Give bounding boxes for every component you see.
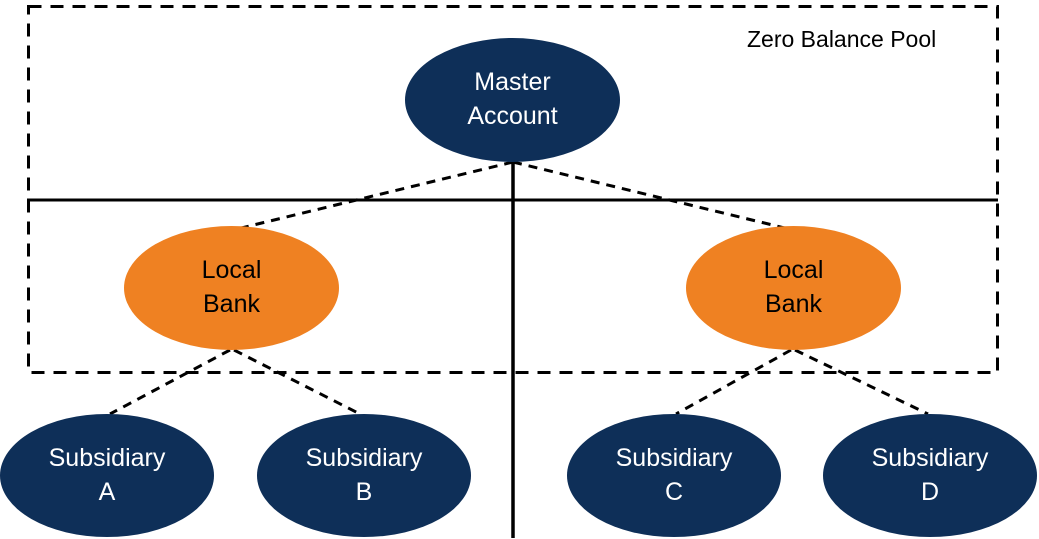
node-subsidiary-b-label-line1: Subsidiary: [305, 443, 423, 472]
edge-local-left-to-sub-a: [109, 348, 231, 416]
node-local-bank-left-label-line1: Local: [201, 256, 262, 285]
edge-local-left-to-sub-b: [233, 348, 361, 416]
pool-label: Zero Balance Pool: [747, 26, 937, 52]
edge-local-right-to-sub-c: [675, 348, 792, 416]
node-subsidiary-b: Subsidiary B: [257, 414, 471, 537]
node-subsidiary-d: Subsidiary D: [823, 414, 1037, 537]
node-local-bank-left: Local Bank: [124, 226, 339, 350]
node-local-bank-right-label-line1: Local: [763, 256, 824, 285]
node-master-account-label-line2: Account: [467, 102, 558, 130]
node-subsidiary-a: Subsidiary A: [0, 414, 214, 537]
edge-master-to-local-left: [236, 160, 514, 231]
node-subsidiary-b-label-line2: B: [355, 477, 373, 506]
node-subsidiary-d-label-line1: Subsidiary: [871, 443, 989, 472]
edge-local-right-to-sub-d: [794, 348, 929, 416]
node-master-account: Master Account: [405, 38, 620, 162]
node-master-account-label-line1: Master: [474, 68, 551, 97]
pool-boundary-rectangle: [27, 5, 999, 374]
node-local-bank-right: Local Bank: [686, 226, 901, 350]
node-subsidiary-c: Subsidiary C: [567, 414, 781, 537]
node-subsidiary-a-label-line1: Subsidiary: [48, 443, 166, 472]
node-subsidiary-a-label-line2: A: [98, 477, 116, 506]
node-local-bank-right-label-line2: Bank: [765, 290, 822, 318]
node-subsidiary-c-label-line1: Subsidiary: [615, 443, 733, 472]
node-local-bank-left-label-line2: Bank: [203, 290, 260, 318]
edge-master-to-local-right: [512, 160, 790, 231]
node-subsidiary-d-label-line2: D: [920, 477, 940, 506]
node-subsidiary-c-label-line2: C: [664, 477, 684, 506]
